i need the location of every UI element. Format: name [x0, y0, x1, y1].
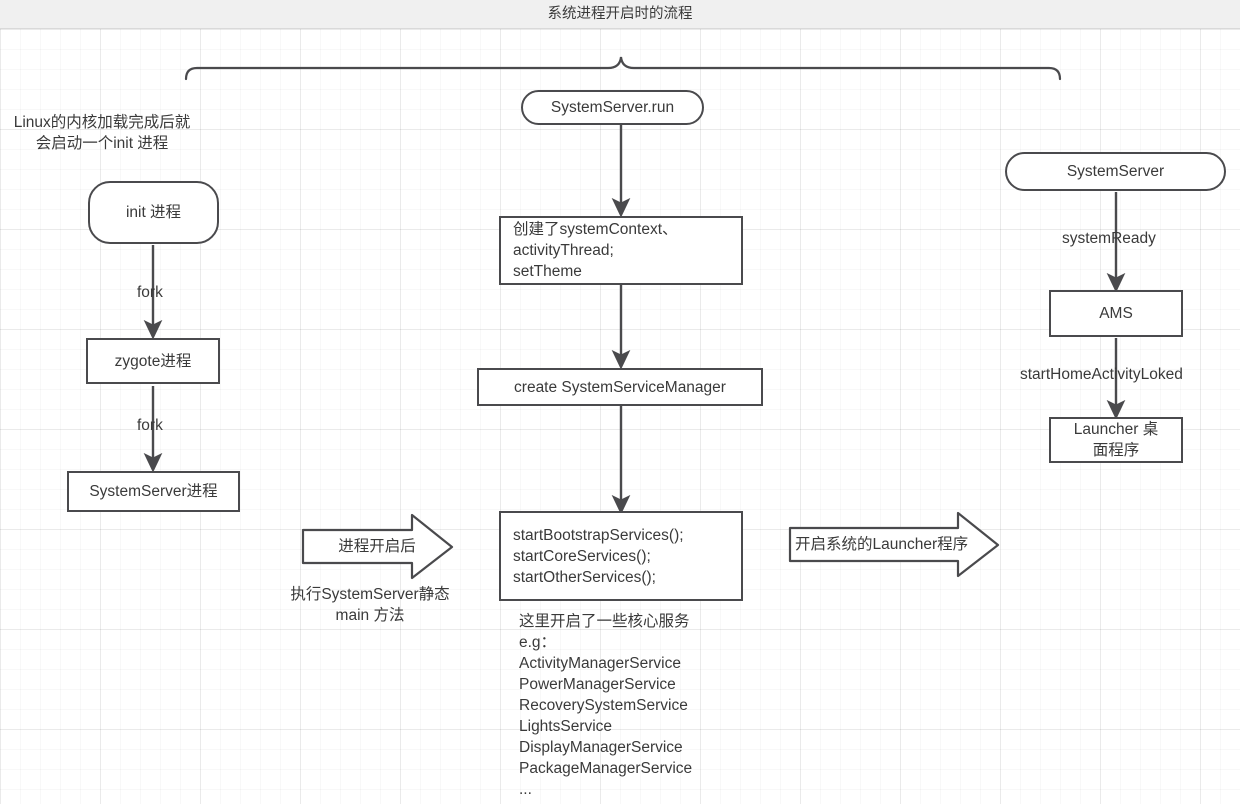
- node-launcher[interactable]: Launcher 桌 面程序: [1049, 417, 1183, 463]
- node-zygote-process[interactable]: zygote进程: [86, 338, 220, 384]
- edge-label-system-ready: systemReady: [1062, 230, 1156, 247]
- node-systemserver-run-label: SystemServer.run: [550, 99, 675, 116]
- node-start-services-label: startBootstrapServices(); startCoreServi…: [513, 526, 684, 586]
- node-init-process-label: init 进程: [125, 204, 182, 221]
- block-arrow-left-label: 进程开启后: [338, 538, 416, 555]
- node-systemserver-label: SystemServer: [1066, 163, 1165, 180]
- node-ams[interactable]: AMS: [1049, 290, 1183, 337]
- edge-label-fork-1: fork: [137, 284, 163, 301]
- block-arrow-left-caption: 执行SystemServer静态 main 方法: [290, 586, 450, 624]
- edge-label-fork-2: fork: [137, 417, 163, 434]
- node-ams-label: AMS: [1099, 305, 1133, 322]
- node-systemserver-process-label: SystemServer进程: [89, 483, 218, 500]
- block-arrow-right-label: 开启系统的Launcher程序: [795, 536, 969, 553]
- node-systemserver-process[interactable]: SystemServer进程: [67, 471, 240, 512]
- linux-kernel-note: Linux的内核加载完成后就 会启动一个init 进程: [13, 114, 191, 152]
- top-grouping-brace: [184, 56, 1062, 81]
- header-bar: [0, 0, 1240, 29]
- node-systemserver-run[interactable]: SystemServer.run: [521, 90, 704, 125]
- node-create-context[interactable]: 创建了systemContext、 activityThread; setThe…: [499, 216, 743, 285]
- node-systemserver[interactable]: SystemServer: [1005, 152, 1226, 191]
- node-create-context-label: 创建了systemContext、 activityThread; setThe…: [513, 221, 678, 280]
- node-launcher-label: Launcher 桌 面程序: [1073, 421, 1159, 459]
- node-start-services[interactable]: startBootstrapServices(); startCoreServi…: [499, 511, 743, 601]
- node-init-process[interactable]: init 进程: [88, 181, 219, 244]
- core-services-note: 这里开启了一些核心服务 e.g： ActivityManagerService …: [519, 613, 693, 798]
- node-create-system-service-manager-label: create SystemServiceManager: [514, 378, 726, 396]
- node-create-system-service-manager[interactable]: create SystemServiceManager: [477, 368, 763, 406]
- node-zygote-process-label: zygote进程: [114, 352, 192, 370]
- edge-label-start-home-activity: startHomeActivityLoked: [1020, 366, 1183, 383]
- page-title: 系统进程开启时的流程: [547, 6, 693, 22]
